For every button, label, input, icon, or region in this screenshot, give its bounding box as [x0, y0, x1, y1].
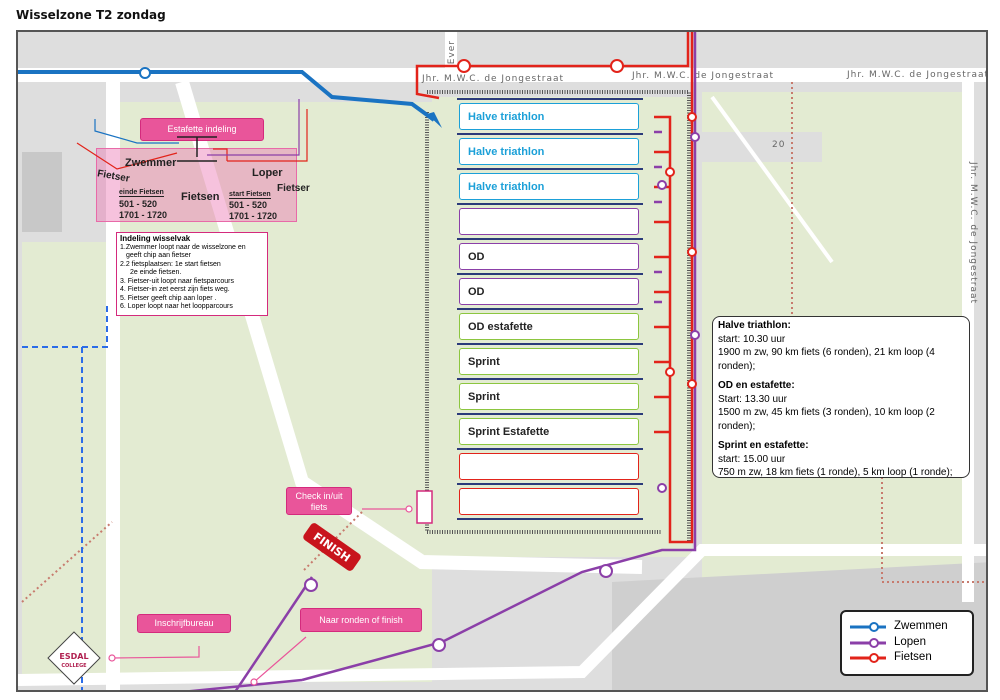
rack-divider — [457, 378, 643, 380]
rack-divider — [457, 308, 643, 310]
bike-rack-zone: OD — [459, 243, 639, 270]
rack-divider — [457, 413, 643, 415]
bike-rack-zone: Halve triathlon — [459, 173, 639, 200]
street-label: Jhr. M.W.C. de Jongestraat — [421, 74, 564, 84]
relay-loper: Loper — [252, 167, 283, 179]
race-info-box: Halve triathlon: start: 10.30 uur 1900 m… — [712, 316, 970, 478]
relay-start-2: 1701 - 1720 — [229, 211, 278, 221]
legend-zwemmen: Zwemmen — [894, 620, 948, 632]
relay-fietsen: Fietsen — [181, 191, 220, 203]
esdal-logo: ESDAL COLLEGE — [47, 631, 101, 685]
relay-einde-2: 1701 - 1720 — [119, 210, 168, 220]
info-line: start: 15.00 uur — [718, 453, 786, 465]
rack-divider — [457, 273, 643, 275]
swim-route — [18, 70, 436, 122]
rack-divider — [457, 518, 643, 520]
svg-text:ESDAL: ESDAL — [59, 652, 88, 661]
rack-divider — [457, 168, 643, 170]
rack-divider — [457, 98, 643, 100]
instructions-title: Indeling wisselvak — [120, 234, 191, 243]
naar-ronden-label: Naar ronden of finish — [300, 608, 422, 632]
legend-lopen: Lopen — [894, 636, 926, 648]
checkin-label: Check in/uit fiets — [286, 487, 352, 515]
instruction-line: 5. Fietser geeft chip aan loper . — [120, 294, 217, 302]
instruction-line: 3. Fietser-uit loopt naar fietsparcours — [120, 277, 234, 285]
instructions-box: Indeling wisselvak 1.Zwemmer loopt naar … — [116, 232, 268, 316]
svg-text:COLLEGE: COLLEGE — [61, 663, 87, 669]
legend-fietsen: Fietsen — [894, 651, 932, 663]
instruction-line: 2e einde fietsen. — [130, 269, 182, 276]
bike-rack-zone: Sprint — [459, 383, 639, 410]
rack-divider — [457, 133, 643, 135]
bike-rack-zone: Sprint — [459, 348, 639, 375]
bike-rack-zone: OD — [459, 278, 639, 305]
info-heading: Halve triathlon: — [718, 320, 791, 331]
rack-divider — [457, 238, 643, 240]
info-line: Start: 13.30 uur — [718, 393, 787, 405]
checkin-area — [416, 490, 433, 524]
relay-zwemmer: Zwemmer — [125, 157, 177, 169]
relay-einde-label: einde Fietsen — [119, 189, 164, 197]
rack-divider — [457, 343, 643, 345]
bike-rack-zone: Halve triathlon — [459, 138, 639, 165]
street-label: Jhr. M.W.C. de Jongestraat — [846, 70, 986, 80]
info-heading: OD en estafette: — [718, 380, 795, 391]
street-label: Jhr. M.W.C. de Jongestraat — [968, 161, 978, 304]
bike-rack-zone: Halve triathlon — [459, 103, 639, 130]
instruction-line: 1.Zwemmer loopt naar de wisselzone en — [120, 243, 246, 251]
instruction-line: 4. Fietser-in zet eerst zijn fiets weg. — [120, 286, 230, 293]
bike-rack-zone: Sprint Estafette — [459, 418, 639, 445]
bike-rack-zone — [459, 208, 639, 235]
info-line: 1900 m zw, 90 km fiets (6 ronden), 21 km… — [718, 347, 935, 372]
info-line: start: 10.30 uur — [718, 333, 786, 345]
relay-start-1: 501 - 520 — [229, 200, 268, 210]
inschrijfbureau-label: Inschrijfbureau — [137, 614, 231, 633]
street-label: Ever — [447, 40, 457, 64]
rack-divider — [457, 448, 643, 450]
relay-einde-1: 501 - 520 — [119, 199, 158, 209]
relay-diagram: Zwemmer Fietser Loper Fietser Fietsen ei… — [76, 99, 310, 222]
relay-start-label: start Fietsen — [229, 191, 271, 199]
info-heading: Sprint en estafette: — [718, 440, 809, 451]
instruction-line: 2.2 fietsplaatsen: 1e start fietsen — [120, 260, 221, 268]
legend-route-icons — [850, 622, 886, 663]
street-label: Jhr. M.W.C. de Jongestraat — [631, 71, 774, 81]
house-number: 20 — [772, 140, 785, 150]
rack-divider — [457, 203, 643, 205]
relay-title: Estafette indeling — [140, 118, 264, 141]
bike-rack-zone: OD estafette — [459, 313, 639, 340]
info-line: 1500 m zw, 45 km fiets (3 ronden), 10 km… — [718, 407, 935, 432]
page-title: Wisselzone T2 zondag — [16, 8, 166, 22]
instruction-line: geeft chip aan fietser — [126, 252, 191, 259]
info-line: 750 m zw, 18 km fiets (1 ronde), 5 km lo… — [718, 467, 953, 478]
route-marker-icons — [139, 59, 700, 652]
run-route — [189, 32, 697, 690]
bike-route — [415, 32, 694, 544]
relay-fietser-out: Fietser — [277, 183, 310, 194]
rack-divider — [457, 483, 643, 485]
legend: Zwemmen Lopen Fietsen — [840, 610, 974, 676]
bike-rack-zone — [459, 453, 639, 480]
bike-rack-zone — [459, 488, 639, 515]
instruction-line: 6. Loper loopt naar het loopparcours — [120, 303, 233, 310]
